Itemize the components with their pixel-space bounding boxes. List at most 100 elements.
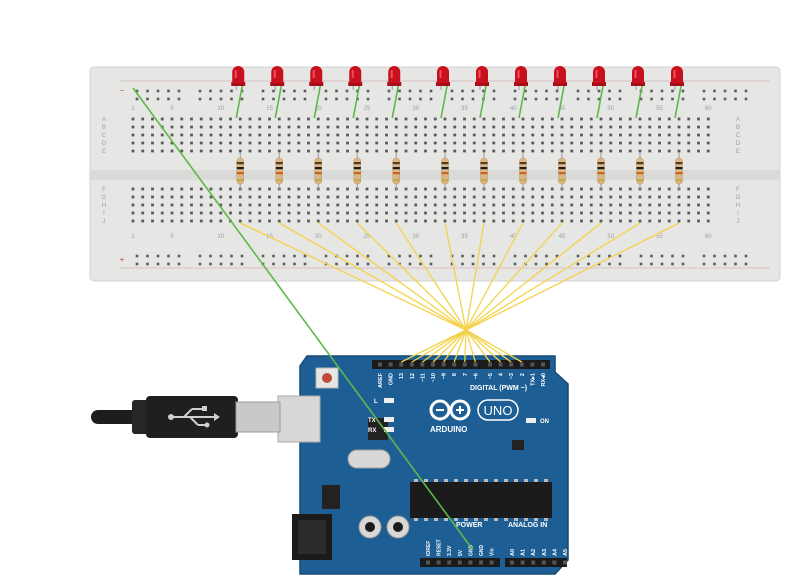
yellow-wire (465, 329, 477, 363)
resistor[interactable] (675, 152, 683, 190)
resistor[interactable] (441, 152, 449, 190)
breadboard-hole (219, 211, 223, 215)
breadboard-hole (648, 141, 652, 145)
breadboard-hole (667, 149, 671, 153)
led[interactable] (592, 66, 606, 119)
reset-button-cap[interactable] (322, 373, 332, 383)
digital-pin-socket[interactable] (420, 362, 425, 367)
power-pin-socket[interactable] (447, 560, 452, 565)
analog-pin-socket[interactable] (541, 560, 546, 565)
breadboard-hole (433, 211, 437, 215)
digital-pin-socket[interactable] (409, 362, 414, 367)
rail-hole (744, 97, 748, 101)
analog-pin-socket[interactable] (563, 560, 567, 565)
resistor-body (519, 157, 527, 185)
resistor[interactable] (519, 152, 527, 190)
led[interactable] (436, 66, 450, 119)
breadboard-hole (404, 149, 408, 153)
breadboard[interactable]: 1155101015152020252530303535404045455050… (89, 66, 781, 282)
crystal-oscillator (347, 449, 391, 469)
power-pin-socket[interactable] (457, 560, 462, 565)
rail-hole (398, 97, 401, 101)
led[interactable] (553, 66, 567, 119)
led[interactable] (475, 66, 489, 119)
led[interactable] (670, 66, 684, 119)
breadboard-hole (365, 149, 369, 153)
power-pin-socket[interactable] (479, 560, 483, 565)
rail-hole (482, 89, 485, 93)
resistor[interactable] (636, 152, 644, 190)
resistor[interactable] (597, 152, 605, 190)
rail-hole (272, 89, 275, 93)
digital-pin-socket[interactable] (378, 362, 382, 367)
breadboard-hole (385, 149, 388, 153)
breadboard-hole (355, 125, 359, 129)
resistor[interactable] (480, 152, 488, 190)
digital-pin-socket[interactable] (431, 362, 435, 367)
resistor[interactable] (558, 152, 566, 190)
breadboard-hole (414, 133, 418, 137)
row-letter: G (736, 195, 741, 201)
digital-pin-socket[interactable] (462, 362, 467, 367)
analog-pin-socket[interactable] (510, 560, 514, 565)
led[interactable] (514, 66, 528, 119)
digital-pin-label: 13 (399, 373, 405, 379)
power-pin-socket[interactable] (436, 560, 441, 565)
breadboard-hole (199, 195, 203, 199)
resistor[interactable] (314, 152, 322, 190)
mcu-pin (464, 479, 468, 482)
breadboard-hole (229, 187, 232, 191)
digital-pin-socket[interactable] (452, 362, 457, 367)
breadboard-hole (307, 141, 310, 145)
led[interactable] (348, 66, 363, 119)
digital-pin-socket[interactable] (541, 362, 545, 367)
rail-hole (618, 254, 622, 258)
breadboard-hole (580, 149, 583, 153)
resistor[interactable] (353, 152, 361, 190)
led[interactable] (270, 66, 285, 119)
digital-pin-socket[interactable] (488, 362, 492, 367)
rail-hole (387, 97, 391, 101)
analog-pin-socket[interactable] (531, 560, 536, 565)
rail-hole (156, 97, 160, 101)
digital-pin-socket[interactable] (530, 362, 535, 367)
power-pin-socket[interactable] (426, 560, 430, 565)
rail-hole (177, 97, 181, 101)
led[interactable] (309, 66, 324, 119)
breadboard-hole (463, 219, 466, 223)
resistor[interactable] (236, 152, 244, 190)
digital-pin-socket[interactable] (399, 362, 404, 367)
rail-hole (303, 262, 307, 266)
rail-hole (555, 89, 559, 93)
resistor-band (675, 172, 683, 175)
resistor[interactable] (392, 152, 400, 190)
led[interactable] (631, 66, 645, 119)
rail-hole (744, 89, 748, 93)
analog-pin-socket[interactable] (520, 560, 525, 565)
digital-pin-socket[interactable] (509, 362, 514, 367)
breadboard-hole (365, 187, 369, 191)
power-pin-socket[interactable] (468, 560, 473, 565)
breadboard-hole (472, 211, 476, 215)
breadboard-hole (238, 195, 242, 199)
digital-pin-socket[interactable] (473, 362, 478, 367)
breadboard-hole (492, 117, 496, 121)
breadboard-hole (287, 133, 291, 137)
analog-pin-socket[interactable] (552, 560, 557, 565)
led[interactable] (231, 66, 246, 119)
resistor[interactable] (275, 152, 283, 190)
breadboard-hole (248, 133, 252, 137)
digital-pin-socket[interactable] (441, 362, 446, 367)
digital-pin-socket[interactable] (519, 362, 524, 367)
digital-pin-socket[interactable] (388, 362, 393, 367)
breadboard-hole (277, 133, 281, 137)
power-pin-socket[interactable] (489, 560, 494, 565)
breadboard-hole (190, 117, 193, 121)
breadboard-hole (667, 141, 671, 145)
resistor-band (519, 162, 527, 165)
digital-pin-socket[interactable] (498, 362, 503, 367)
breadboard-hole (706, 187, 710, 191)
led[interactable] (387, 66, 402, 119)
rail-hole (419, 254, 422, 258)
